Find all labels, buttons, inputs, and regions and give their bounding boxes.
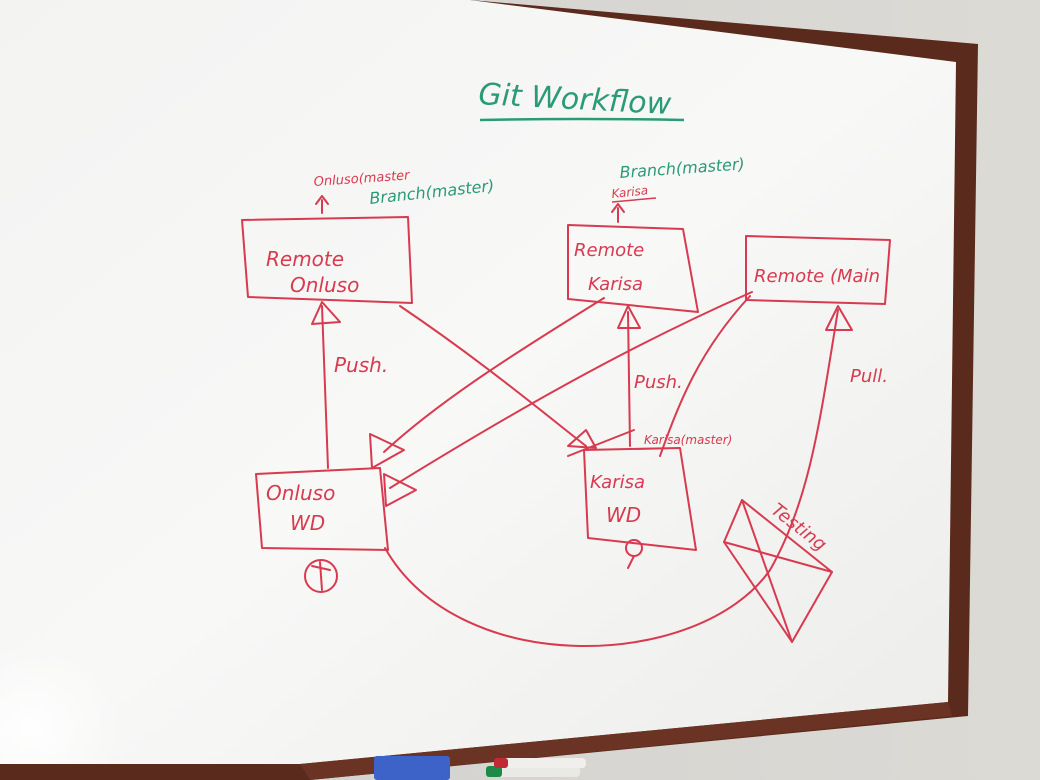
pull-arrowhead	[825, 305, 853, 331]
remote-onluso-label-2: Onluso	[290, 273, 359, 297]
red-marker-cap	[494, 758, 508, 768]
remote-main-to-karisa-wd	[659, 295, 751, 457]
remote-main-label: Remote (Main	[754, 266, 880, 287]
karisa-pointer	[611, 203, 625, 223]
green-marker-cap	[486, 766, 502, 777]
title-underline	[479, 117, 685, 122]
karisa-master-annotation: Karisa	[611, 183, 649, 201]
onluso-wd-arrowhead-1	[369, 433, 405, 469]
karisa-wd-slash	[567, 429, 635, 457]
remote-karisa-to-onluso-wd	[383, 297, 605, 453]
karisa-signature-tail	[627, 555, 635, 569]
remote-main-box	[745, 235, 891, 305]
marker-tray	[300, 702, 952, 780]
onluso-wd-label-1: Onluso	[266, 481, 335, 505]
push-label-center: Push.	[634, 372, 683, 393]
push-arrowhead-karisa	[617, 305, 641, 329]
karisa-wd-label-1: Karisa	[590, 472, 645, 493]
red-marker	[494, 758, 586, 768]
onluso-pointer	[315, 195, 329, 214]
push-line-onluso	[321, 305, 329, 469]
pull-curve	[384, 309, 839, 648]
remote-onluso-to-karisa-wd	[399, 305, 587, 447]
push-arrowhead-onluso	[311, 301, 341, 325]
remote-onluso-box	[241, 216, 413, 304]
green-marker	[486, 766, 580, 777]
karisa-wd-branch-annotation: Karisa(master)	[644, 433, 732, 447]
push-label-left: Push.	[334, 353, 388, 377]
onluso-signature-mark	[311, 561, 331, 591]
onluso-signature-circle	[304, 559, 338, 593]
remote-onluso-label-1: Remote	[266, 247, 344, 271]
remote-karisa-label-1: Remote	[574, 240, 644, 261]
light-glare	[0, 520, 260, 764]
onluso-wd-label-2: WD	[290, 511, 325, 535]
karisa-wd-label-2: WD	[606, 503, 641, 527]
onluso-wd-arrowhead-2	[383, 473, 417, 507]
karisa-underline	[611, 197, 657, 203]
remote-karisa-box	[567, 224, 699, 313]
push-line-karisa	[627, 311, 631, 447]
remote-karisa-label-2: Karisa	[588, 274, 643, 295]
onluso-wd-box	[255, 467, 389, 551]
pull-label: Pull.	[850, 366, 888, 387]
remote-main-to-onluso-wd	[389, 291, 753, 489]
karisa-wd-box	[583, 447, 697, 551]
karisa-arrowhead	[567, 429, 597, 449]
onluso-master-annotation: Onluso(master	[313, 168, 411, 190]
eraser	[374, 756, 450, 780]
